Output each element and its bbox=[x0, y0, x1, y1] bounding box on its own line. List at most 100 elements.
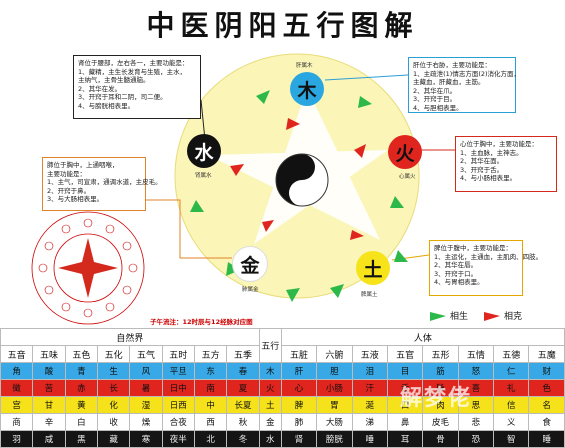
table-cell: 脉 bbox=[422, 379, 459, 397]
table-cell: 涕 bbox=[351, 413, 388, 431]
column-header: 五德 bbox=[493, 345, 530, 363]
table-cell: 羽 bbox=[0, 430, 34, 448]
column-header: 五味 bbox=[32, 345, 66, 363]
group-body: 人体 bbox=[280, 328, 565, 346]
column-header: 五季 bbox=[226, 345, 260, 363]
table-cell: 财 bbox=[528, 362, 565, 380]
table-cell: 汗 bbox=[351, 379, 388, 397]
column-header: 五气 bbox=[129, 345, 163, 363]
table-cell: 藏 bbox=[96, 430, 131, 448]
table-cell: 收 bbox=[96, 413, 131, 431]
note-liver: 肝位于右胁，主要功能是： 1、主疏泄(1)情志方面(2)消化方面， 主藏血，肝藏… bbox=[408, 57, 520, 113]
table-cell: 小肠 bbox=[316, 379, 353, 397]
table-cell: 唾 bbox=[351, 430, 388, 448]
table-cell: 黄 bbox=[64, 396, 98, 414]
yin-yang-symbol bbox=[275, 153, 329, 207]
table-row: 角酸青生风平旦东春木肝胆泪目筋怒仁财 bbox=[0, 362, 565, 380]
table-cell: 角 bbox=[0, 362, 34, 380]
table-cell: 东 bbox=[193, 362, 228, 380]
table-cell: 商 bbox=[0, 413, 34, 431]
element-fire: 火 bbox=[388, 135, 422, 169]
table-cell: 夏 bbox=[226, 379, 260, 397]
table-cell: 筋 bbox=[422, 362, 459, 380]
table-cell: 夜半 bbox=[161, 430, 195, 448]
element-earth: 土 bbox=[356, 251, 390, 285]
table-cell: 酸 bbox=[32, 362, 66, 380]
table-cell: 色 bbox=[528, 379, 565, 397]
legend-generate-arrow bbox=[430, 312, 446, 321]
correspondence-table: 自然界 五行 人体 五音五味五色五化五气五时五方五季五脏六腑五液五官五形五情五德… bbox=[0, 328, 565, 448]
table-cell: 春 bbox=[226, 362, 260, 380]
organ-label-fire: 心属火 bbox=[399, 174, 416, 180]
arrow-restrain bbox=[286, 118, 300, 130]
arrow-generate bbox=[256, 90, 270, 104]
table-cell: 长 bbox=[96, 379, 131, 397]
table-cell: 日中 bbox=[161, 379, 195, 397]
element-cell: 水 bbox=[258, 430, 282, 448]
table-row: 羽咸黑藏寒夜半北冬水肾膀胱唾耳骨恐智睡 bbox=[0, 430, 565, 448]
table-cell: 合夜 bbox=[161, 413, 195, 431]
compass-star bbox=[58, 238, 118, 298]
table-cell: 怒 bbox=[457, 362, 495, 380]
table-cell: 恐 bbox=[457, 430, 495, 448]
table-cell: 秋 bbox=[226, 413, 260, 431]
table-cell: 白 bbox=[64, 413, 98, 431]
column-header: 五色 bbox=[64, 345, 98, 363]
table-cell: 北 bbox=[193, 430, 228, 448]
table-cell: 皮毛 bbox=[422, 413, 459, 431]
table-cell: 仁 bbox=[493, 362, 530, 380]
table-cell: 思 bbox=[457, 396, 495, 414]
element-cell: 金 bbox=[258, 413, 282, 431]
table-cell: 膀胱 bbox=[316, 430, 353, 448]
table-cell: 长夏 bbox=[226, 396, 260, 414]
table-cell: 湿 bbox=[129, 396, 163, 414]
column-header: 五时 bbox=[161, 345, 195, 363]
table-cell: 耳 bbox=[386, 430, 424, 448]
table-cell: 冬 bbox=[226, 430, 260, 448]
table-cell: 辛 bbox=[32, 413, 66, 431]
table-cell: 心 bbox=[280, 379, 318, 397]
table-cell: 肉 bbox=[422, 396, 459, 414]
note-lung: 肺位于胸中，上通咽喉， 主要功能是： 1、主气，司宣肃，通调水道，主皮毛。 2、… bbox=[42, 157, 162, 211]
table-cell: 苦 bbox=[32, 379, 66, 397]
table-cell: 义 bbox=[493, 413, 530, 431]
arrow-restrain bbox=[350, 230, 364, 240]
organ-label-metal: 肺属金 bbox=[242, 287, 259, 293]
table-cell: 徵 bbox=[0, 379, 34, 397]
legend-generate-label: 相生 bbox=[450, 312, 469, 322]
element-cell: 木 bbox=[258, 362, 282, 380]
legend-restrain-arrow bbox=[484, 312, 500, 321]
column-header: 五化 bbox=[96, 345, 131, 363]
table-cell: 黑 bbox=[64, 430, 98, 448]
page-title: 中医阴阳五行图解 bbox=[146, 9, 419, 42]
table-cell: 宫 bbox=[0, 396, 34, 414]
table-cell: 鼻 bbox=[386, 413, 424, 431]
table-cell: 肺 bbox=[280, 413, 318, 431]
arrow-restrain bbox=[354, 144, 366, 158]
table-cell: 泪 bbox=[351, 362, 388, 380]
table-cell: 涎 bbox=[351, 396, 388, 414]
table-cell: 礼 bbox=[493, 379, 530, 397]
table-cell: 化 bbox=[96, 396, 131, 414]
connector-wood bbox=[324, 74, 409, 81]
table-row: 徵苦赤长暑日中南夏火心小肠汗舌脉喜礼色 bbox=[0, 379, 565, 397]
table-cell: 悲 bbox=[457, 413, 495, 431]
arrow-restrain bbox=[230, 164, 244, 176]
note-spleen: 脾位于腹中，主要功能是： 1、主运化，主通血，主肌肉、四肢。 2、其华在唇。 3… bbox=[429, 240, 542, 296]
arrow-generate bbox=[286, 288, 300, 302]
table-cell: 青 bbox=[64, 362, 98, 380]
table-group-header: 自然界 五行 人体 bbox=[0, 328, 565, 363]
column-header: 五官 bbox=[386, 345, 424, 363]
column-header: 五脏 bbox=[280, 345, 318, 363]
table-cell: 燥 bbox=[129, 413, 163, 431]
table-cell: 肾 bbox=[280, 430, 318, 448]
table-cell: 舌 bbox=[386, 379, 424, 397]
column-header: 五形 bbox=[422, 345, 459, 363]
note-heart: 心位于胸中，主要功能是： 1、主血脉，主神志。 2、其华在面。 3、开窍于舌。 … bbox=[455, 136, 557, 192]
table-cell: 睡 bbox=[528, 430, 565, 448]
table-cell: 脾 bbox=[280, 396, 318, 414]
table-cell: 大肠 bbox=[316, 413, 353, 431]
five-elements-diagram bbox=[31, 53, 500, 325]
table-cell: 目 bbox=[386, 362, 424, 380]
table-cell: 日西 bbox=[161, 396, 195, 414]
